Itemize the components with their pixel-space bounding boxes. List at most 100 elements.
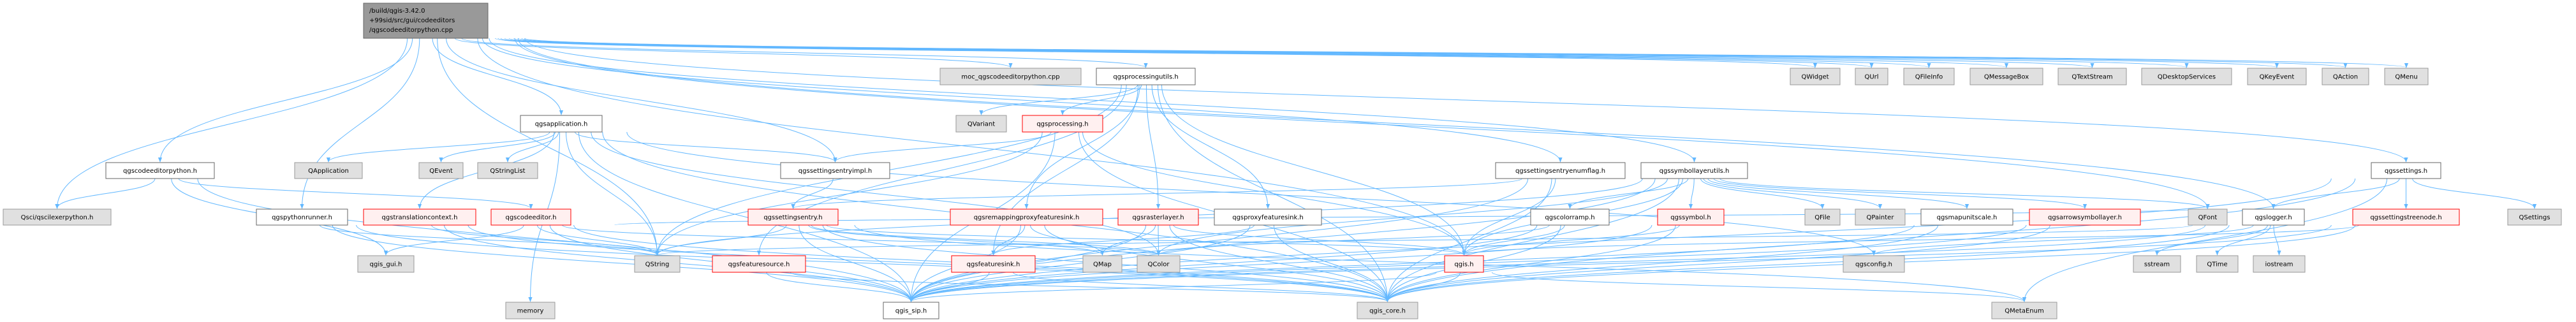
edge-processingutils-to-rasterlayer (1145, 84, 1161, 209)
edge-processing-to-qstring (655, 131, 1043, 256)
edge-colorramp-to-qgis_sip (909, 224, 1538, 302)
edge-main-to-qfont (514, 38, 2210, 209)
node-pythonrunner[interactable]: qgspythonrunner.h (256, 209, 348, 226)
node-translationcontext[interactable]: qgstranslationcontext.h (363, 209, 476, 226)
edge-codeeditor-to-qcolor (562, 224, 1161, 256)
node-label: qgsrasterlayer.h (1132, 214, 1184, 221)
node-qmenu: QMenu (2384, 68, 2429, 85)
node-qmap: QMap (1082, 255, 1122, 273)
edge-proxyfeaturesink-to-qgis_core (1273, 224, 1390, 302)
node-box (1137, 255, 1181, 273)
node-label: QMetaEnum (2005, 308, 2043, 315)
node-qevent: QEvent (418, 162, 464, 179)
node-box (955, 115, 1007, 133)
edge-codeeditor-to-qstring (536, 224, 659, 256)
node-remapping[interactable]: qgsremappingproxyfeaturesink.h (950, 209, 1103, 226)
node-processing[interactable]: qgsprocessing.h (1022, 115, 1103, 133)
edge-codeeditorpython-to-qgis_sip (197, 178, 913, 302)
main-label-line: /build/qgis-3.42.0 (369, 8, 425, 15)
node-logger[interactable]: qgslogger.h (2242, 209, 2305, 226)
node-label: qgssymbollayerutils.h (1660, 168, 1730, 175)
node-box (1444, 255, 1484, 273)
node-label: qgsapplication.h (535, 121, 588, 128)
edge-main-to-settings (524, 38, 2408, 163)
node-label: qgis.h (1454, 261, 1473, 268)
node-qstringlist: QStringList (477, 162, 538, 179)
node-arrowsymbollayer[interactable]: qgsarrowsymbollayer.h (2029, 209, 2141, 226)
edge-settingsentry-to-qmetaenum (854, 224, 2026, 302)
node-qaction: QAction (2322, 68, 2369, 85)
node-enumflag[interactable]: qgssettingsentryenumflag.h (1495, 162, 1626, 179)
main-label-line: /qgscodeeditorpython.cpp (369, 27, 453, 34)
node-moc: moc_qgscodeeditorpython.cpp (939, 68, 1082, 85)
node-qgis_sip[interactable]: qgis_sip.h (883, 302, 939, 319)
node-qgis[interactable]: qgis.h (1444, 255, 1484, 273)
node-box (2253, 255, 2306, 273)
node-qfont: QFont (2188, 209, 2228, 226)
node-settings[interactable]: qgssettings.h (2371, 162, 2441, 179)
edge-featuresource-to-qgis_core (790, 272, 1390, 302)
node-box (2352, 209, 2460, 226)
node-label: QPainter (1867, 214, 1895, 221)
node-qmessagebox: QMessageBox (1969, 68, 2043, 85)
node-label: qgspythonrunner.h (272, 214, 332, 221)
node-box (1357, 302, 1418, 319)
node-box (780, 162, 890, 179)
svg-text:/qgscodeeditorpython.cpp: /qgscodeeditorpython.cpp (369, 27, 453, 34)
edge-application-to-qgis_sip (578, 131, 913, 302)
node-application[interactable]: qgsapplication.h (520, 115, 603, 133)
edge-translationcontext-to-qgis_core (467, 224, 1390, 302)
node-colorramp[interactable]: qgscolorramp.h (1530, 209, 1610, 226)
node-settingsentryimpl[interactable]: qgssettingsentryimpl.h (780, 162, 890, 179)
node-processingutils[interactable]: qgsprocessingutils.h (1096, 68, 1196, 85)
node-box (363, 209, 476, 226)
node-box (1804, 209, 1841, 226)
edge-symbollayerutils-to-mapunitscale (1707, 178, 1969, 209)
node-featuresource[interactable]: qgsfeaturesource.h (712, 255, 806, 273)
edge-main-to-logger (517, 38, 2276, 209)
edge-enumflag-to-qgis_sip (909, 178, 1529, 302)
node-mapunitscale[interactable]: qgsmapunitscale.h (1920, 209, 2013, 226)
node-label: QColor (1148, 261, 1170, 268)
edge-processingutils-to-qvariant (979, 84, 1138, 115)
node-label: iostream (2265, 261, 2293, 268)
node-label: QSettings (2519, 214, 2550, 221)
node-label: QUrl (1864, 74, 1878, 81)
edge-proxyfeaturesink-to-featuresink (991, 224, 1255, 256)
node-codeeditorpython[interactable]: qgscodeeditorpython.h (105, 162, 215, 179)
edge-main-to-qstring (437, 38, 659, 256)
svg-text:+99sid/src/gui/codeeditors: +99sid/src/gui/codeeditors (369, 17, 455, 24)
edge-codeeditorpython-to-qscilexer (55, 178, 156, 209)
node-featuresink[interactable]: qgsfeaturesink.h (951, 255, 1036, 273)
nodes-layer: /build/qgis-3.42.0 +99sid/src/gui/codeed… (3, 3, 2562, 319)
node-box (950, 209, 1103, 226)
node-qstring: QString (634, 255, 681, 273)
node-settingstreenode[interactable]: qgssettingstreenode.h (2352, 209, 2460, 226)
node-box (294, 162, 363, 179)
edge-main-to-moc (454, 38, 1013, 68)
node-box (2196, 255, 2239, 273)
node-box (1903, 68, 1955, 85)
node-box (2141, 68, 2232, 85)
node-label: qgsmapunitscale.h (1937, 214, 1998, 221)
edge-enumflag-to-settingsentry (791, 178, 1522, 209)
node-label: QMap (1093, 261, 1112, 268)
node-box (939, 68, 1082, 85)
node-symbol[interactable]: qgssymbol.h (1657, 209, 1725, 226)
node-settingsentry[interactable]: qgssettingsentry.h (747, 209, 839, 226)
node-qwidget: QWidget (1790, 68, 1841, 85)
node-symbollayerutils[interactable]: qgssymbollayerutils.h (1640, 162, 1748, 179)
edge-main-to-qtextstream (508, 38, 2094, 68)
node-codeeditor[interactable]: qgscodeeditor.h (490, 209, 571, 226)
node-box (712, 255, 806, 273)
node-rasterlayer[interactable]: qgsrasterlayer.h (1117, 209, 1199, 226)
edge-application-to-qcolor (591, 131, 1161, 256)
node-label: QFont (2198, 214, 2218, 221)
edge-main-to-qscilexer (55, 38, 408, 209)
edge-symbollayerutils-to-qcolor (1156, 178, 1668, 256)
node-label: QFile (1814, 214, 1830, 221)
node-box (1117, 209, 1199, 226)
edge-settings-to-qsettings (2412, 178, 2537, 209)
node-proxyfeaturesink[interactable]: qgsproxyfeaturesink.h (1214, 209, 1322, 226)
node-box (3, 209, 112, 226)
